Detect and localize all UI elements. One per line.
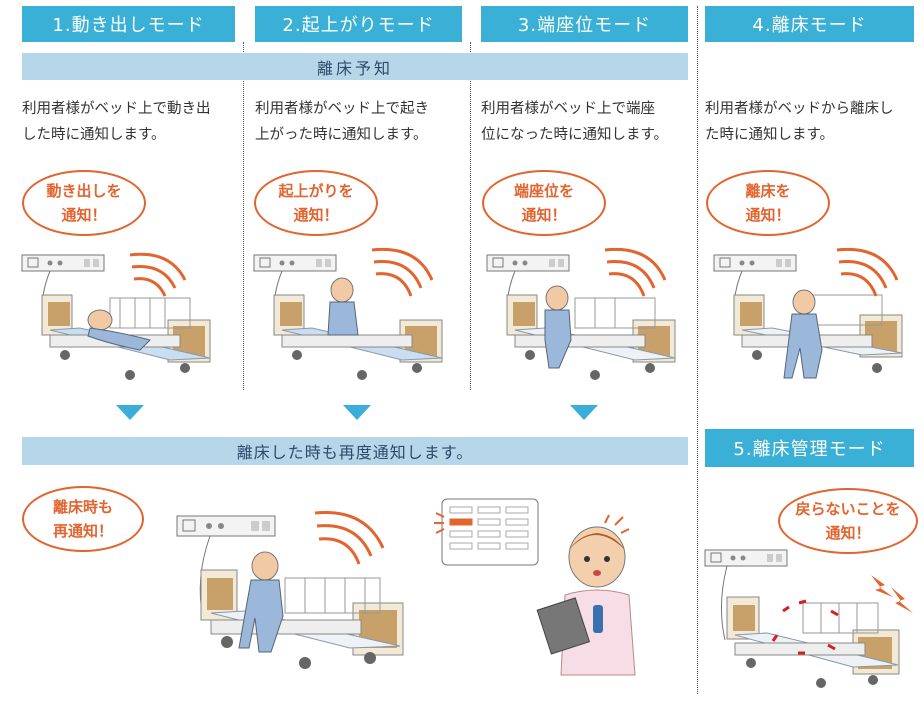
tab-mode-3: 3.端座位モード — [481, 6, 688, 42]
signal-waves-icon — [604, 247, 667, 297]
bed-scene-2 — [253, 247, 443, 380]
tab-mode-5: 5.離床管理モード — [705, 429, 914, 467]
mode-1-bubble: 動き出しを通知！ — [22, 170, 146, 236]
bed-scene-4 — [713, 247, 903, 379]
renotify-band: 離床した時も再度通知します。 — [22, 437, 688, 465]
patient-icon — [87, 309, 151, 351]
down-arrow-icon — [570, 405, 598, 420]
mode-5-bubble: 戻らないことを通知！ — [778, 488, 918, 554]
tab-mode-1: 1.動き出しモード — [22, 6, 235, 42]
alert-dashes-icon — [771, 599, 839, 655]
mode-2-description: 利用者様がベッド上で起き上がった時に通知します。 — [255, 101, 429, 143]
wall-panel-icon — [704, 549, 788, 567]
down-arrow-icon — [116, 405, 144, 420]
prediction-band: 離床予知 — [22, 53, 688, 80]
patient-icon — [238, 551, 284, 653]
bed-scene-bottom — [176, 510, 404, 669]
signal-waves-icon — [836, 247, 899, 297]
wall-panel-icon — [21, 254, 105, 272]
nurse-call-display — [434, 498, 539, 566]
down-arrow-icon — [343, 405, 371, 420]
signal-waves-icon — [371, 247, 434, 297]
divider-2 — [470, 42, 471, 390]
wall-panel-icon — [713, 254, 797, 272]
divider-3 — [697, 6, 698, 694]
bed-icon — [273, 294, 443, 380]
mode-3-bubble: 端座位を通知！ — [482, 170, 606, 236]
bed-scene-5 — [704, 549, 913, 688]
patient-icon — [544, 285, 572, 369]
mode-4-bubble: 離床を通知！ — [706, 170, 830, 236]
mode-1-description: 利用者様がベッド上で動き出した時に通知します。 — [22, 101, 211, 143]
bed-icon — [726, 596, 900, 688]
wall-panel-icon — [486, 254, 570, 272]
mode-3-description: 利用者様がベッド上で端座位になった時に通知します。 — [481, 101, 669, 143]
bed-scene-1 — [21, 252, 211, 380]
alert-flash-icon — [434, 512, 445, 534]
wall-panel-icon — [253, 254, 337, 272]
nurse-illustration — [536, 514, 636, 676]
divider-1 — [243, 42, 244, 390]
tab-mode-2: 2.起上がりモード — [255, 6, 462, 42]
bed-icon — [200, 569, 404, 669]
alert-lines-icon — [604, 514, 630, 534]
bed-scene-3 — [486, 247, 676, 380]
patient-icon — [327, 277, 359, 336]
bed-icon — [506, 294, 676, 380]
signal-waves-icon — [129, 252, 187, 297]
renotify-bubble: 離床時も再通知！ — [22, 486, 144, 552]
lightning-icon — [871, 575, 913, 613]
nurse-icon — [536, 526, 636, 676]
mode-4-description: 利用者様がベッドから離床した時に通知します。 — [705, 101, 894, 143]
signal-waves-icon — [314, 510, 385, 565]
mode-2-bubble: 起上がりを通知！ — [254, 170, 378, 236]
tab-mode-4: 4.離床モード — [705, 6, 914, 42]
patient-icon — [783, 289, 823, 379]
bed-icon — [733, 294, 903, 373]
wall-panel-icon — [176, 515, 276, 537]
